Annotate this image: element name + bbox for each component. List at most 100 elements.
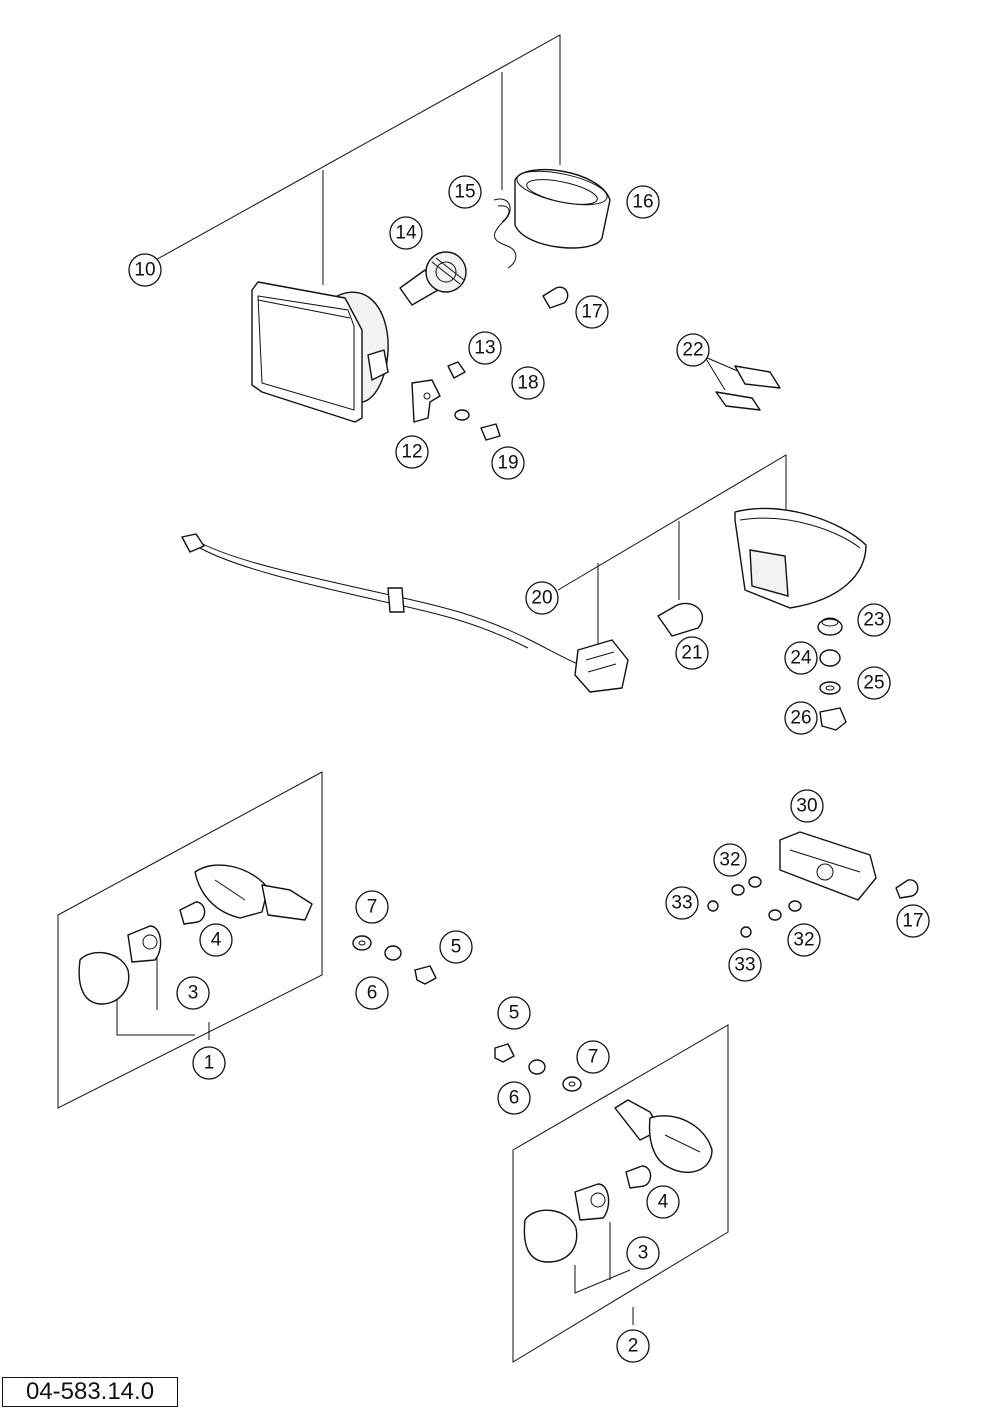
washer-18	[454, 409, 470, 421]
headlight-assembly-leaders	[151, 34, 561, 285]
svg-text:3: 3	[638, 1243, 649, 1264]
svg-text:14: 14	[395, 223, 417, 244]
plate-bulb	[895, 879, 919, 899]
svg-text:6: 6	[509, 1088, 520, 1109]
svg-text:33: 33	[734, 955, 755, 976]
svg-text:25: 25	[863, 673, 884, 694]
right-turn-signal-frame	[512, 1024, 729, 1363]
svg-text:19: 19	[497, 453, 518, 474]
callout-5-right: 5	[497, 996, 531, 1030]
fuse-pads	[704, 356, 781, 411]
svg-text:32: 32	[719, 850, 740, 871]
svg-text:32: 32	[793, 930, 814, 951]
right-bulb	[625, 1165, 652, 1189]
svg-text:23: 23	[863, 610, 884, 631]
callout-6-left: 6	[355, 976, 389, 1010]
callout-4-left: 4	[199, 923, 233, 957]
tail-light-socket	[574, 639, 629, 693]
svg-text:18: 18	[517, 373, 538, 394]
svg-text:21: 21	[681, 643, 702, 664]
svg-text:6: 6	[367, 983, 378, 1004]
washer-7-right	[562, 1076, 582, 1092]
wiring-harness	[181, 533, 601, 671]
left-lens	[78, 951, 130, 1005]
callout-25: 25	[857, 666, 891, 700]
callout-12: 12	[395, 435, 429, 469]
callout-15: 15	[448, 175, 482, 209]
callout-14: 14	[389, 216, 423, 250]
tail-light-leaders	[557, 454, 787, 645]
callout-10: 10	[128, 253, 162, 287]
screw-19	[480, 423, 501, 441]
washer-7-left	[352, 935, 372, 951]
headlight-bulb	[399, 251, 467, 306]
svg-text:17: 17	[581, 302, 602, 323]
callout-7-left: 7	[355, 890, 389, 924]
svg-text:10: 10	[134, 260, 155, 281]
svg-text:7: 7	[588, 1047, 599, 1068]
callout-17-top: 17	[575, 295, 609, 329]
right-signal-body	[614, 1099, 713, 1173]
svg-text:33: 33	[671, 893, 692, 914]
callout-30: 30	[790, 789, 824, 823]
svg-text:4: 4	[211, 930, 222, 951]
callout-33-bottom: 33	[728, 948, 762, 982]
callout-19: 19	[491, 446, 525, 480]
svg-text:16: 16	[632, 192, 653, 213]
callout-6-right: 6	[497, 1081, 531, 1115]
callout-22: 22	[676, 333, 710, 367]
callout-2: 2	[616, 1329, 650, 1363]
left-turn-signal-frame	[57, 771, 323, 1109]
svg-text:12: 12	[401, 442, 422, 463]
callout-4-right: 4	[646, 1185, 680, 1219]
tail-light-bulb	[657, 602, 704, 637]
callout-23: 23	[857, 603, 891, 637]
left-reflector	[127, 925, 162, 963]
svg-text:17: 17	[902, 911, 923, 932]
callout-17-right: 17	[896, 904, 930, 938]
callout-1: 1	[192, 1046, 226, 1080]
left-bulb	[179, 901, 206, 925]
lock-washer-6-right	[528, 1059, 546, 1075]
svg-text:2: 2	[628, 1336, 639, 1357]
number-plate-light	[779, 831, 877, 901]
plate-hardware	[707, 876, 802, 938]
tail-light-housing	[734, 507, 867, 609]
right-reflector	[574, 1183, 610, 1221]
svg-text:26: 26	[790, 708, 811, 729]
svg-text:4: 4	[658, 1192, 669, 1213]
callout-5-left: 5	[439, 930, 473, 964]
bracket-screw	[447, 361, 466, 379]
callout-7-right: 7	[576, 1040, 610, 1074]
callout-3-right: 3	[626, 1236, 660, 1270]
callout-33-left: 33	[665, 886, 699, 920]
callout-16: 16	[626, 185, 660, 219]
headlight-housing	[251, 281, 389, 423]
callout-13: 13	[468, 331, 502, 365]
headlight-bracket	[411, 379, 441, 423]
nut-26	[819, 707, 847, 731]
nut-5-right	[494, 1043, 515, 1063]
left-signal-body	[194, 864, 313, 921]
washer-25	[819, 681, 841, 695]
callout-24: 24	[784, 641, 818, 675]
svg-text:15: 15	[454, 182, 475, 203]
callout-3-left: 3	[176, 976, 210, 1010]
svg-text:5: 5	[509, 1003, 520, 1024]
parking-bulb	[542, 286, 569, 309]
callout-18: 18	[511, 366, 545, 400]
svg-text:20: 20	[531, 588, 552, 609]
grommet-23	[817, 617, 843, 636]
svg-text:24: 24	[790, 648, 812, 669]
svg-text:30: 30	[796, 796, 817, 817]
callout-32-bottom: 32	[787, 923, 821, 957]
drawing-reference-number: 04-583.14.0	[2, 1377, 178, 1407]
svg-text:1: 1	[204, 1053, 215, 1074]
spring-clip	[493, 198, 517, 269]
callout-26: 26	[784, 701, 818, 735]
callout-20: 20	[525, 581, 559, 615]
svg-text:13: 13	[474, 338, 495, 359]
spacer-24	[819, 649, 841, 667]
lock-washer-6-left	[384, 945, 402, 961]
